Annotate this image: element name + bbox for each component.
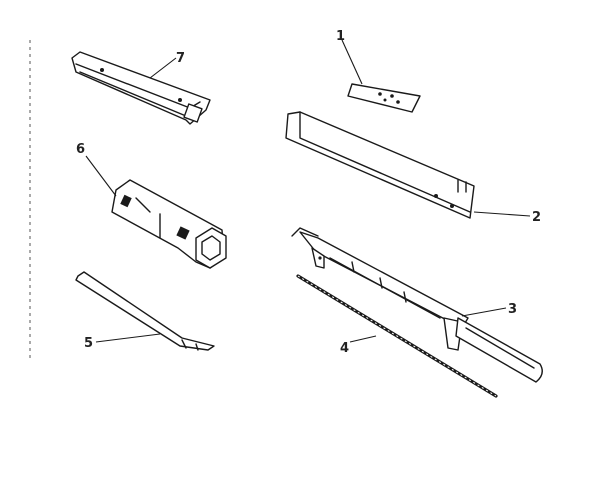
leader-3 (461, 307, 507, 317)
part-1-plate (347, 83, 421, 113)
leader-4 (349, 335, 377, 343)
leader-6 (85, 155, 117, 197)
leader-2 (473, 211, 531, 217)
callout-4: 4 (340, 341, 349, 356)
leader-7 (149, 57, 177, 79)
part-2-bar (285, 111, 475, 219)
callout-5: 5 (84, 336, 93, 351)
callout-1: 1 (336, 29, 345, 44)
callout-7: 7 (176, 51, 185, 66)
callout-3: 3 (508, 302, 517, 317)
callout-2: 2 (532, 210, 541, 225)
leader-1 (341, 39, 363, 85)
leader-5 (95, 333, 161, 343)
part-7-bracket (71, 51, 211, 125)
callout-6: 6 (76, 142, 85, 157)
part-6-coupler (111, 179, 227, 269)
part-4-rod (296, 274, 498, 398)
part-5-strip (75, 271, 215, 351)
part-3-arm (291, 227, 543, 383)
